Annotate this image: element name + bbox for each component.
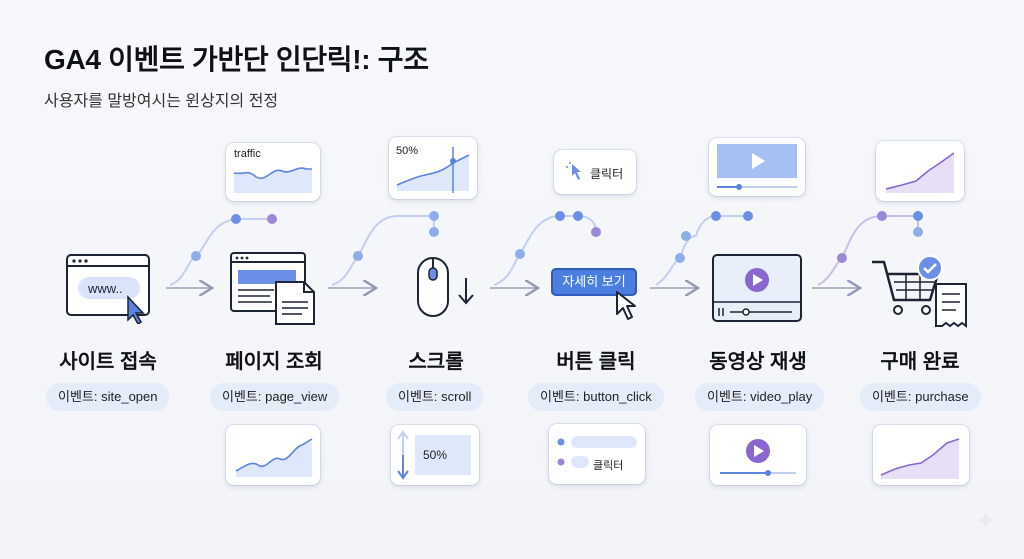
page-title: GA4 이벤트 가반단 인단릭!: 구조 bbox=[44, 44, 429, 75]
purchase-trend-card bbox=[873, 425, 969, 485]
scroll-card-label: 50% bbox=[396, 145, 419, 157]
video-progress-card bbox=[710, 425, 806, 485]
page-view-trend-card bbox=[226, 425, 320, 485]
page-subtitle: 사용자를 말방여시는 윈상지의 전정 bbox=[44, 93, 279, 110]
mouse-scroll-icon bbox=[414, 256, 480, 320]
cursor-click-icon bbox=[566, 160, 584, 182]
step-label-video-play: 동영상 재생 bbox=[709, 351, 807, 373]
scroll-percent-card: 50% bbox=[389, 137, 477, 199]
cursor-icon bbox=[615, 290, 639, 322]
event-badge-page-view: 이벤트: page_view bbox=[210, 383, 340, 411]
event-badge-button-click: 이벤트: button_click bbox=[528, 383, 664, 411]
purchase-chart-card bbox=[876, 141, 964, 201]
step-label-button-click: 버튼 클릭 bbox=[556, 351, 636, 373]
curve-5 bbox=[817, 211, 923, 286]
click-card: 클릭터 bbox=[554, 150, 636, 194]
scroll-depth-label: 50% bbox=[423, 448, 448, 462]
click-list-label: 클릭터 bbox=[593, 460, 624, 472]
click-card-label: 클릭터 bbox=[590, 167, 624, 181]
event-badge-video-play: 이벤트: video_play bbox=[695, 383, 825, 411]
shopping-cart-icon bbox=[870, 254, 970, 328]
curve-1 bbox=[169, 214, 277, 286]
event-badge-site-open: 이벤트: site_open bbox=[46, 383, 170, 411]
event-badge-purchase: 이벤트: purchase bbox=[860, 383, 981, 411]
browser-window-icon: www.. bbox=[66, 254, 150, 326]
traffic-card: traffic bbox=[226, 143, 320, 201]
step-label-page-view: 페이지 조회 bbox=[225, 351, 323, 373]
event-badge-scroll: 이벤트: scroll bbox=[386, 383, 484, 411]
step-label-site-open: 사이트 접속 bbox=[59, 351, 157, 373]
video-player-icon bbox=[712, 254, 804, 324]
click-list-card: 클릭터 bbox=[549, 424, 645, 484]
video-player-card bbox=[709, 138, 805, 196]
curve-2 bbox=[331, 211, 439, 286]
sparkle-icon bbox=[976, 510, 996, 530]
step-label-scroll: 스크롤 bbox=[408, 351, 464, 373]
scroll-depth-card: 50% bbox=[391, 425, 479, 485]
url-text: www.. bbox=[88, 281, 123, 296]
curve-4 bbox=[655, 211, 753, 286]
page-view-icon bbox=[230, 252, 320, 326]
detail-button[interactable]: 자세히 보기 bbox=[551, 268, 637, 296]
step-label-purchase: 구매 완료 bbox=[880, 351, 960, 373]
traffic-card-label: traffic bbox=[234, 148, 261, 160]
curve-3 bbox=[493, 211, 601, 286]
